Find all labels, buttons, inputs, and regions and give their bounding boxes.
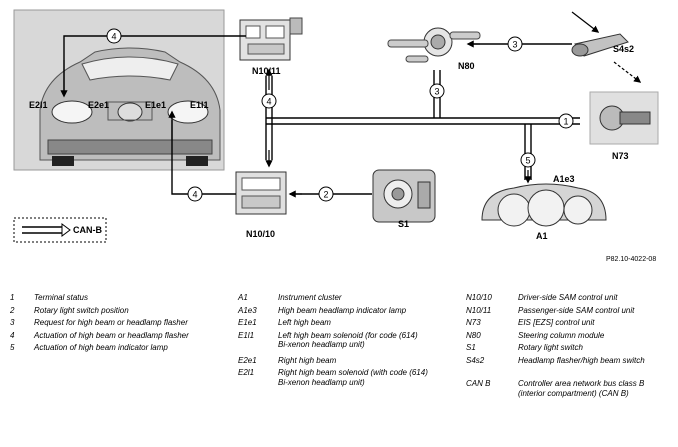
legend-text: Rotary light switch [518,343,583,352]
legend-row: N80 Steering column module [466,331,666,341]
label-e1l1: E1l1 [190,100,209,110]
legend-text: Right high beam solenoid (with code (614… [278,368,428,387]
legend-row: A1 Instrument cluster [238,293,428,303]
legend-key: S1 [466,343,476,352]
legend-row: N10/10 Driver-side SAM control unit [466,293,666,303]
legend-text: Driver-side SAM control unit [518,293,618,302]
legend-key: 2 [10,305,15,315]
legend-key: CAN B [466,379,491,388]
arrow-number: 4 [192,190,197,200]
arrow-number: 4 [266,97,271,107]
legend-row: N10/11 Passenger-side SAM control unit [466,306,666,316]
label-a1: A1 [536,231,548,241]
label-n80: N80 [458,61,475,71]
legend-key: 4 [10,330,15,340]
legend-key: E1l1 [238,330,255,340]
arrow-number: 3 [434,87,439,97]
legend-text: Left high beam [278,318,331,327]
legend-key: 3 [10,318,15,327]
legend-key: E2l1 [238,368,255,377]
legend-text: Right high beam [278,355,337,365]
n10-10-module-illustration [235,171,287,215]
legend-row: 5 Actuation of high beam indicator lamp [10,343,215,353]
can-legend-label: CAN-B [73,225,102,235]
label-e1e1: E1e1 [145,100,167,110]
figure-reference: P82.10-4022-08 [606,256,657,263]
legend-row: CAN B Controller area network bus class B… [466,379,666,398]
legend-text: Actuation of high beam or headlamp flash… [34,330,189,340]
legend-row: N73 EIS [EZS] control unit [466,318,666,328]
label-n10-10: N10/10 [246,229,276,239]
legend-text: Left high beam solenoid (for code (614) … [278,330,418,350]
legend-text: Actuation of high beam indicator lamp [34,343,168,352]
label-s1: S1 [398,219,410,229]
legend-key: N10/11 [466,305,492,315]
label-n73: N73 [612,151,629,161]
arrow-number: 4 [111,32,116,42]
legend-text: Steering column module [518,330,605,340]
legend-numbers: 1 Terminal status 2 Rotary light switch po… [10,293,215,356]
legend-text: EIS [EZS] control unit [518,318,595,327]
legend-key: N73 [466,318,481,327]
legend-row: 1 Terminal status [10,293,215,303]
legend-key: S4s2 [466,355,485,365]
label-s4s2: S4s2 [613,44,635,54]
legend-text: Terminal status [34,293,88,302]
legend-row: 3 Request for high beam or headlamp flash… [10,318,215,328]
legend-row: E2l1 Right high beam solenoid (with code … [238,368,428,387]
legend-text: Rotary light switch position [34,305,129,315]
legend-codes-1: A1 Instrument cluster A1e3 High beam headl… [238,293,428,390]
arrow-number-markers: 4 3 4 3 1 5 4 2 [106,28,574,202]
legend-text: Controller area network bus class B (int… [518,379,645,398]
legend-text: Passenger-side SAM control unit [518,305,635,315]
label-a1e3: A1e3 [553,174,575,184]
legend-key: N80 [466,330,481,340]
s4s2-switch-illustration [571,33,629,57]
n80-module-illustration [387,27,481,63]
legend-key: 1 [10,293,15,302]
legend-key: N10/10 [466,293,492,302]
legend-row: A1e3 High beam headlamp indicator lamp [238,306,428,316]
legend-text: Request for high beam or headlamp flashe… [34,318,188,327]
legend-codes-2: N10/10 Driver-side SAM control unit N10/1… [466,293,666,401]
legend-key: E2e1 [238,355,257,365]
label-n10-11: N10/11 [252,66,281,76]
legend-row: 2 Rotary light switch position [10,306,215,316]
can-legend-box: CAN-B [13,217,107,243]
arrow-number: 3 [512,40,517,50]
n10-11-module-illustration [239,17,303,61]
legend-row: 4 Actuation of high beam or headlamp flas… [10,331,215,341]
legend-key: A1 [238,293,248,302]
n73-unit-illustration [589,91,659,145]
legend-key: A1e3 [238,305,257,315]
arrow-number: 5 [525,156,530,166]
label-e2e1: E2e1 [88,100,110,110]
legend-row: S1 Rotary light switch [466,343,666,353]
legend-text: High beam headlamp indicator lamp [278,305,407,315]
legend-row: S4s2 Headlamp flasher/high beam switch [466,356,666,366]
a1-cluster-illustration [481,183,607,227]
legend-key: 5 [10,343,15,352]
arrowheads [60,40,532,198]
legend-key: E1e1 [238,318,257,327]
arrow-number: 2 [323,190,328,200]
legend-text: Instrument cluster [278,293,342,302]
arrow-number: 1 [563,117,568,127]
s1-switch-illustration [372,169,436,223]
legend-row: E2e1 Right high beam [238,356,428,366]
legend-text: Headlamp flasher/high beam switch [518,355,645,365]
legend-row: E1e1 Left high beam [238,318,428,328]
legend-row: E1l1 Left high beam solenoid (for code (6… [238,331,428,350]
wiring-diagram: 4 3 4 3 1 5 4 2 CAN-B [13,9,659,243]
label-e2l1: E2l1 [29,100,48,110]
